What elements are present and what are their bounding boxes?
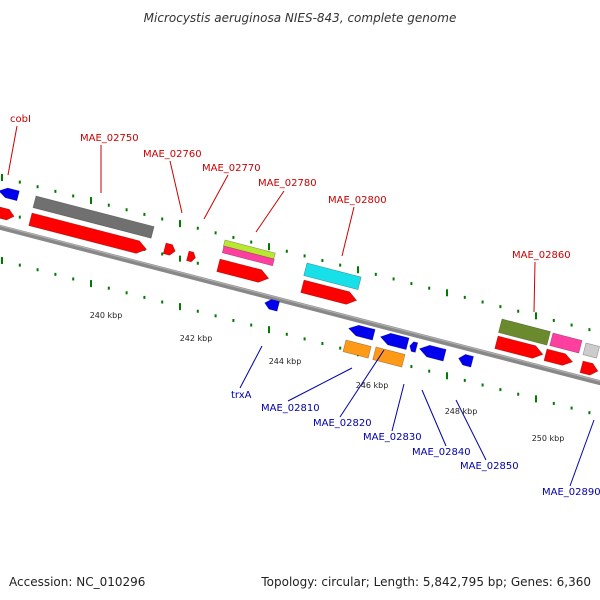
gene-label-mae-02820[interactable]: MAE_02820 bbox=[313, 418, 372, 429]
leader-line-reverse bbox=[421, 389, 447, 447]
gene-bar-mae-02750 bbox=[32, 195, 155, 239]
gene-bar-mae-02800 bbox=[303, 262, 362, 290]
gene-label-mae-02840[interactable]: MAE_02840 bbox=[412, 447, 471, 458]
leader-line-forward bbox=[341, 206, 355, 257]
gene-label-mae-02750[interactable]: MAE_02750 bbox=[80, 133, 139, 144]
cds-arrow-mae-02800 bbox=[300, 279, 358, 305]
forward-gene-labels: cobI MAE_02750 MAE_02760 MAE_02770 MAE_0… bbox=[10, 114, 571, 261]
gene-arrow-mae-02840 bbox=[409, 341, 419, 353]
gene-label-trxa[interactable]: trxA bbox=[231, 390, 252, 401]
gene-label-mae-02890[interactable]: MAE_02890 bbox=[542, 487, 600, 498]
leader-line-reverse bbox=[455, 399, 487, 461]
leader-line-forward bbox=[7, 125, 18, 176]
gene-arrow-cobi bbox=[0, 187, 20, 202]
scale-labels: 240 kbp 242 kbp 244 kbp 246 kbp 248 kbp … bbox=[90, 311, 565, 443]
gene-label-mae-02770[interactable]: MAE_02770 bbox=[202, 163, 261, 174]
gene-bar-mae-02820 bbox=[342, 339, 372, 359]
gene-label-mae-02780[interactable]: MAE_02780 bbox=[258, 178, 317, 189]
leader-line-forward bbox=[169, 160, 183, 214]
gene-bar-mae-02780-mid bbox=[221, 245, 275, 267]
gene-bar-mae-02860 bbox=[498, 318, 551, 346]
topology-text: Topology: circular; Length: 5,842,795 bp… bbox=[260, 575, 591, 589]
cds-arrow-cobi bbox=[0, 206, 15, 221]
scale-label-244kbp: 244 kbp bbox=[269, 357, 302, 366]
genome-backbone bbox=[0, 224, 600, 386]
map-title: Microcystis aeruginosa NIES-843, complet… bbox=[144, 11, 457, 25]
gene-arrow-trxa bbox=[264, 299, 280, 312]
gene-arrow-mae-02850 bbox=[458, 354, 474, 368]
leader-line-reverse bbox=[239, 345, 263, 389]
gene-label-mae-02800[interactable]: MAE_02800 bbox=[328, 195, 387, 206]
gene-bar-mae-02870 bbox=[549, 332, 583, 354]
scale-label-250kbp: 250 kbp bbox=[532, 434, 565, 443]
leader-line-reverse bbox=[339, 349, 385, 418]
gene-label-mae-02760[interactable]: MAE_02760 bbox=[143, 149, 202, 160]
leader-line-reverse bbox=[391, 383, 405, 432]
gene-label-cobi[interactable]: cobI bbox=[10, 114, 31, 125]
scale-label-246kbp: 246 kbp bbox=[356, 381, 389, 390]
scale-label-240kbp: 240 kbp bbox=[90, 311, 123, 320]
leader-line-reverse bbox=[569, 419, 595, 487]
scale-label-248kbp: 248 kbp bbox=[445, 407, 478, 416]
leader-line-forward bbox=[203, 174, 229, 220]
cds-arrow-mae-02860 bbox=[494, 335, 544, 359]
gene-features bbox=[0, 187, 600, 376]
leader-line-forward bbox=[255, 190, 285, 233]
scale-label-242kbp: 242 kbp bbox=[180, 334, 213, 343]
gene-bar-edge bbox=[582, 342, 600, 359]
accession-text: Accession: NC_010296 bbox=[9, 575, 145, 589]
cds-arrow-edge bbox=[579, 360, 599, 376]
cds-arrow-mae-02870 bbox=[543, 348, 574, 366]
gene-arrow-mae-02810 bbox=[348, 324, 376, 341]
gene-arrow-mae-02845 bbox=[418, 344, 447, 362]
backbone-line bbox=[0, 224, 600, 386]
gene-label-mae-02810[interactable]: MAE_02810 bbox=[261, 403, 320, 414]
gene-label-mae-02850[interactable]: MAE_02850 bbox=[460, 461, 519, 472]
cds-arrow-mae-02770 bbox=[186, 250, 196, 263]
gene-bar-mae-02830-orange bbox=[372, 346, 406, 368]
backbone-highlight bbox=[0, 225, 600, 382]
label-leader-lines bbox=[7, 125, 595, 487]
cds-arrow-mae-02760 bbox=[162, 242, 176, 256]
gene-label-mae-02830[interactable]: MAE_02830 bbox=[363, 432, 422, 443]
cds-arrow-mae-02780 bbox=[216, 258, 270, 283]
reverse-gene-labels: trxA MAE_02810 MAE_02820 MAE_02830 MAE_0… bbox=[231, 390, 600, 498]
gene-arrow-mae-02830 bbox=[379, 332, 410, 351]
gene-label-mae-02860[interactable]: MAE_02860 bbox=[512, 250, 571, 261]
cds-arrow-mae-02750 bbox=[28, 212, 148, 254]
leader-line-forward bbox=[533, 261, 536, 313]
leader-line-reverse bbox=[287, 367, 353, 402]
